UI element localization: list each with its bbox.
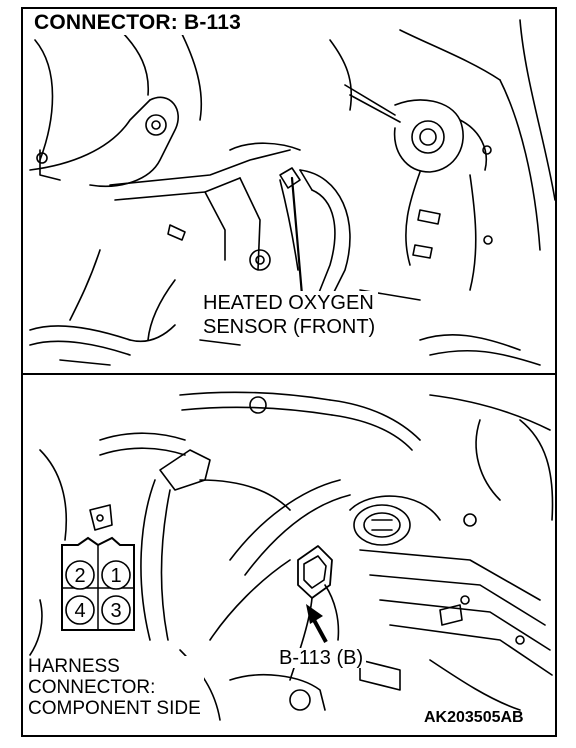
figure-code: AK203505AB [424, 709, 524, 726]
sensor-label-line-1: HEATED OXYGEN [203, 292, 374, 314]
callout-arrow [306, 604, 328, 643]
harness-label-line-3: COMPONENT SIDE [28, 698, 201, 719]
harness-label-line-1: HARNESS [28, 656, 120, 677]
harness-label-line-2: CONNECTOR: [28, 677, 156, 698]
harness-connector-label: HARNESS CONNECTOR: COMPONENT SIDE [28, 656, 204, 721]
upper-engine-illustration [29, 19, 556, 366]
pin-1 [101, 560, 131, 590]
pin-3 [101, 595, 131, 625]
pin-1-label: 1 [110, 565, 121, 587]
pin-3-label: 3 [110, 600, 121, 622]
pin-2-label: 2 [74, 565, 85, 587]
figure-border [21, 7, 557, 737]
pin-2 [65, 560, 95, 590]
connector-callout-label: B-113 (B) [276, 648, 367, 668]
sensor-label: HEATED OXYGEN SENSOR (FRONT) [200, 291, 379, 339]
lower-engine-illustration [29, 391, 554, 721]
pin-4 [65, 595, 95, 625]
connector-pinout: 2 1 4 3 [61, 536, 135, 631]
pin-4-label: 4 [74, 600, 85, 622]
sensor-label-line-2: SENSOR (FRONT) [203, 316, 376, 338]
diagram-title: CONNECTOR: B-113 [30, 12, 246, 35]
